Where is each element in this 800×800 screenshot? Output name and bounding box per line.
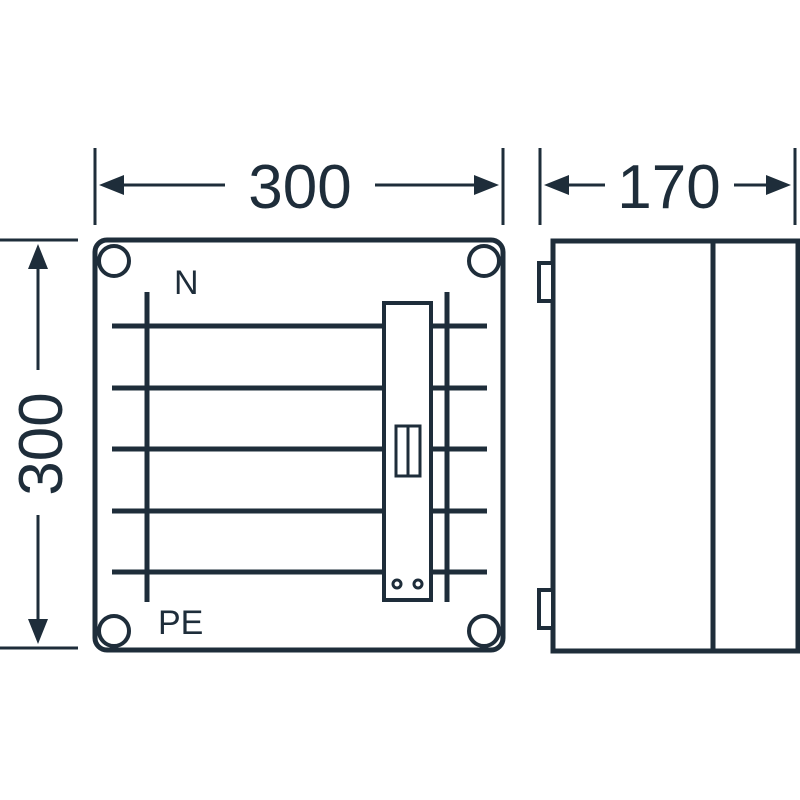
mounting-hole-bottom-left (97, 614, 131, 648)
height-arrow-top (28, 244, 48, 269)
width-dimension-value: 300 (248, 153, 351, 222)
mounting-hole-top-left (97, 244, 131, 278)
hinge-bottom (537, 588, 555, 630)
hinge-top (537, 261, 555, 303)
height-dimension-value: 300 (7, 392, 76, 495)
side-enclosure-outline (550, 238, 800, 654)
width-arrow-right (474, 175, 499, 195)
front-enclosure-outline (92, 237, 506, 653)
terminal-screw-right (412, 578, 424, 590)
switch-module (382, 301, 433, 602)
neutral-label: N (174, 264, 199, 302)
depth-dimension: 170 (538, 148, 797, 225)
mounting-hole-bottom-right (467, 614, 501, 648)
height-dimension: 300 (0, 238, 78, 650)
terminal-screw-left (391, 578, 403, 590)
pe-label: PE (158, 604, 203, 642)
mounting-hole-top-right (467, 244, 501, 278)
width-arrow-left (99, 175, 124, 195)
front-view: N PE (92, 237, 506, 653)
width-dimension: 300 (93, 148, 505, 225)
depth-dimension-value: 170 (617, 153, 720, 222)
height-arrow-bottom (28, 619, 48, 644)
side-view (537, 238, 800, 654)
depth-arrow-left (544, 175, 569, 195)
depth-arrow-right (766, 175, 791, 195)
